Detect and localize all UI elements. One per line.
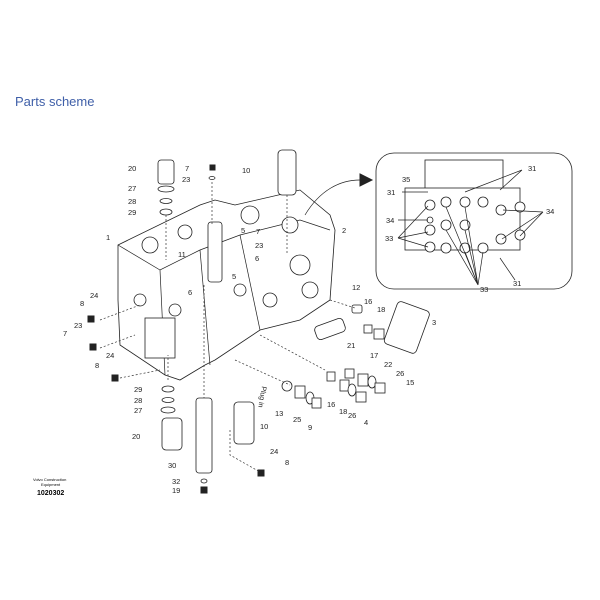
- callout: 8: [285, 458, 289, 467]
- detail-callout: 33: [480, 285, 488, 294]
- callout: 25: [293, 415, 301, 424]
- callout: 7: [185, 164, 189, 173]
- callout: 24: [106, 351, 114, 360]
- callout: 4: [364, 418, 368, 427]
- detail-callout: 33: [385, 234, 393, 243]
- callout-labels: 20 7 23 10 27 28 29 1 5 7 23 11 6 6 2 24…: [33, 164, 554, 497]
- callout: 13: [275, 409, 283, 418]
- callout: 17: [370, 351, 378, 360]
- callout: 1: [106, 233, 110, 242]
- callout: 29: [128, 208, 136, 217]
- callout: 7: [256, 227, 260, 236]
- callout: 2: [342, 226, 346, 235]
- callout: 15: [406, 378, 414, 387]
- callout: 24: [270, 447, 278, 456]
- callout: 12: [352, 283, 360, 292]
- callout: 6: [255, 254, 259, 263]
- callout: 22: [384, 360, 392, 369]
- callout: 21: [347, 341, 355, 350]
- detail-view: [375, 152, 573, 290]
- callout: 16: [364, 297, 372, 306]
- callout: 7: [63, 329, 67, 338]
- callout: 26: [396, 369, 404, 378]
- company-caption: Equipment: [41, 482, 61, 487]
- detail-callout: 31: [528, 164, 536, 173]
- callout: 24: [90, 291, 98, 300]
- callout: 20: [132, 432, 140, 441]
- seals-and-plugs: [87, 164, 386, 494]
- detail-callout: 34: [386, 216, 394, 225]
- detail-callout: 34: [546, 207, 554, 216]
- callout: 11: [178, 250, 186, 259]
- callout: 5: [232, 272, 236, 281]
- callout: 3: [432, 318, 436, 327]
- drawing-number: 1020302: [37, 490, 64, 497]
- guide-lines: [99, 182, 356, 473]
- callout: 8: [80, 299, 84, 308]
- callout: 18: [377, 305, 385, 314]
- callout: 23: [182, 175, 190, 184]
- valve-block: [117, 189, 336, 381]
- callout: 27: [128, 184, 136, 193]
- callout: 29: [134, 385, 142, 394]
- cartridges: [157, 149, 430, 474]
- callout: 20: [128, 164, 136, 173]
- detail-callout: 31: [387, 188, 395, 197]
- detail-callout: 35: [402, 175, 410, 184]
- company-caption: Volvo Construction: [33, 477, 66, 482]
- callout: 28: [128, 197, 136, 206]
- callout: 28: [134, 396, 142, 405]
- callout: 9: [308, 423, 312, 432]
- callout: 27: [134, 406, 142, 415]
- callout: 8: [95, 361, 99, 370]
- callout: 19: [172, 486, 180, 495]
- plug-in-label: Plug in: [256, 386, 267, 408]
- callout: 18: [339, 407, 347, 416]
- callout: 6: [188, 288, 192, 297]
- callout: 32: [172, 477, 180, 486]
- callout: 10: [242, 166, 250, 175]
- callout: 26: [348, 411, 356, 420]
- callout: 5: [241, 226, 245, 235]
- callout: 23: [255, 241, 263, 250]
- detail-arrow: [304, 179, 361, 216]
- detail-callout: 31: [513, 279, 521, 288]
- callout: 16: [327, 400, 335, 409]
- page-title: Parts scheme: [15, 94, 95, 109]
- callout: 23: [74, 321, 82, 330]
- callout: 30: [168, 461, 176, 470]
- callout: 10: [260, 422, 268, 431]
